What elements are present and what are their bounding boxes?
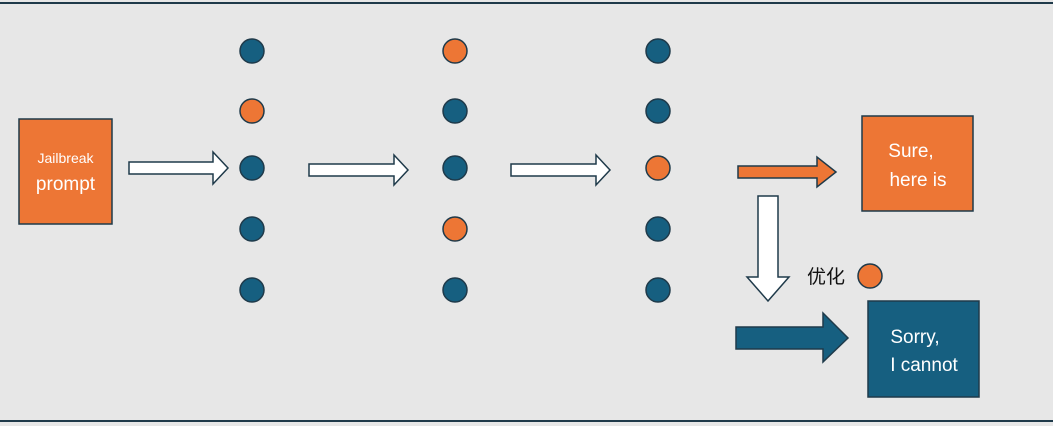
jailbreak-prompt-box: Jailbreak prompt	[18, 118, 113, 225]
sure-output-box: Sure, here is	[861, 115, 974, 212]
optimize-node	[857, 263, 883, 289]
layer-3-node-3-orange	[645, 155, 671, 181]
jailbreak-prompt-line2: prompt	[36, 174, 96, 195]
layer-2-node-4-orange	[442, 216, 468, 242]
layer-2-node-5-blue	[442, 277, 468, 303]
flow-arrow-input-to-layer1	[128, 150, 230, 186]
optimize-label: 优化	[807, 266, 845, 288]
layer-2-node-2-blue	[442, 98, 468, 124]
layer-1-node-4-blue	[239, 216, 265, 242]
layer-2-node-1-orange	[442, 38, 468, 64]
flow-arrow-layer1-to-layer2	[308, 153, 410, 187]
sorry-output-line1: Sorry,	[890, 327, 939, 348]
network-layers	[239, 38, 671, 303]
layer-2	[442, 38, 468, 303]
layer-3-node-1-blue	[645, 38, 671, 64]
layer-1-node-3-blue	[239, 155, 265, 181]
layer-3-node-2-blue	[645, 98, 671, 124]
jailbreak-prompt-line1: Jailbreak	[37, 150, 94, 166]
layer-3-node-5-blue	[645, 277, 671, 303]
layer-3	[645, 38, 671, 303]
sure-output-arrow	[737, 155, 838, 189]
sorry-output-line2: I cannot	[890, 355, 958, 376]
layer-1-node-1-blue	[239, 38, 265, 64]
flow-arrow-layer2-to-layer3	[510, 153, 612, 187]
sorry-output-arrow	[735, 311, 850, 364]
layer-1-node-2-orange	[239, 98, 265, 124]
layer-2-node-3-blue	[442, 155, 468, 181]
sorry-output-rect	[867, 300, 980, 398]
sure-output-rect	[861, 115, 974, 212]
sorry-output-box: Sorry, I cannot	[867, 300, 980, 398]
sure-output-line1: Sure,	[888, 141, 933, 162]
layer-1	[239, 38, 265, 303]
layer-1-node-5-blue	[239, 277, 265, 303]
optimize-down-arrow	[745, 195, 791, 303]
layer-3-node-4-blue	[645, 216, 671, 242]
jailbreak-prompt-rect	[18, 118, 113, 225]
sure-output-line2: here is	[889, 170, 946, 191]
